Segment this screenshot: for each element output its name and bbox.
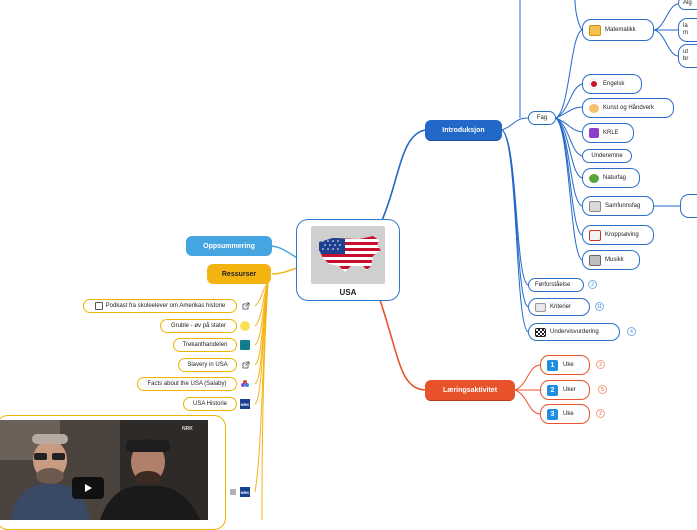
matte-child-3[interactable]: ut br xyxy=(678,44,697,68)
kriterier-label: Kriterier xyxy=(550,304,572,310)
book-icon xyxy=(535,302,546,312)
fag-item-kroppsoving[interactable]: Kroppsøving xyxy=(582,225,654,245)
resource-label: USA Historie xyxy=(192,401,227,407)
fag-item-label: Matematikk xyxy=(605,27,636,33)
usa-map-icon xyxy=(311,226,385,284)
node-forforstaelse[interactable]: Førforståelse xyxy=(528,278,584,292)
resource-usa-historie[interactable]: USA Historie xyxy=(183,397,237,411)
central-title: USA xyxy=(339,288,357,297)
matte-child-1[interactable]: Alg xyxy=(678,0,697,10)
resource-trekanthandelen[interactable]: Trekanthandelen xyxy=(173,338,237,352)
external-link-icon[interactable] xyxy=(241,360,251,370)
site-icon[interactable] xyxy=(240,340,250,350)
fag-item-label: Engelsk xyxy=(603,81,625,87)
matte-child-label: ut br xyxy=(683,49,689,62)
undervisningsvurdering-label: Undervisvurdering xyxy=(550,329,599,335)
uke-label: Uke xyxy=(563,411,574,417)
resource-label: Gruble - øv på stater xyxy=(170,323,227,329)
menu-icon[interactable] xyxy=(228,487,238,497)
resource-label: Podkast fra skoleelever om Amerikas hist… xyxy=(105,303,226,309)
uke-3-count-badge[interactable]: 2 xyxy=(596,409,605,418)
smiley-icon[interactable] xyxy=(240,321,250,331)
checkered-flag-icon xyxy=(535,327,546,337)
fag-item-musikk[interactable]: Musikk xyxy=(582,250,640,270)
topic-ressurser[interactable]: Ressurser xyxy=(207,264,271,284)
fag-item-label: Naturfag xyxy=(603,175,627,181)
newspaper-icon xyxy=(589,200,601,212)
number-3-icon: 3 xyxy=(547,408,558,420)
number-2-icon: 2 xyxy=(547,384,558,396)
play-button[interactable] xyxy=(72,477,104,499)
uke-item-3[interactable]: 3 Uke xyxy=(540,404,590,424)
nrk-icon[interactable]: NRK xyxy=(240,487,250,497)
samfunnsfag-child[interactable] xyxy=(680,194,697,218)
forforstaelse-count-badge[interactable]: 2 xyxy=(588,280,597,289)
hands-icon xyxy=(589,103,599,113)
matte-child-label: la m xyxy=(683,23,688,36)
topic-introduksjon[interactable]: Introduksjon xyxy=(425,120,502,140)
resource-facts[interactable]: Facts about the USA (Salaby) xyxy=(137,377,237,391)
fag-item-krle[interactable]: KRLE xyxy=(582,123,634,143)
resource-label: Slavery in USA xyxy=(187,362,228,368)
undervisningsvurdering-count-badge[interactable]: 4 xyxy=(627,327,636,336)
node-kriterier[interactable]: Kriterier xyxy=(528,298,590,316)
uk-flag-icon xyxy=(589,79,599,89)
uke-1-count-badge[interactable]: 2 xyxy=(596,360,605,369)
music-icon xyxy=(589,254,601,266)
topic-laeringsaktivitet[interactable]: Læringsaktivitet xyxy=(425,380,515,400)
play-icon xyxy=(85,484,92,492)
checkbox-icon xyxy=(94,302,103,310)
resource-slavery[interactable]: Slavery in USA xyxy=(178,358,237,372)
salaby-icon[interactable] xyxy=(240,379,250,389)
fag-item-label: KRLE xyxy=(603,130,619,136)
fag-item-naturfag[interactable]: Naturfag xyxy=(582,168,640,188)
topic-oppsummering[interactable]: Oppsummering xyxy=(186,236,272,256)
central-topic[interactable]: USA xyxy=(296,219,400,301)
fag-item-matematikk[interactable]: Matematikk xyxy=(582,19,654,41)
video-watermark: NRK xyxy=(182,426,193,432)
node-undervisningsvurdering[interactable]: Undervisvurdering xyxy=(528,323,620,341)
uke-item-1[interactable]: 1 Uke xyxy=(540,355,590,375)
uke-2-count-badge[interactable]: 5 xyxy=(598,385,607,394)
religion-icon xyxy=(589,128,599,138)
number-1-icon: 1 xyxy=(547,359,558,371)
uke-label: Uke xyxy=(563,362,574,368)
fag-item-samfunnsfag[interactable]: Samfunnsfag xyxy=(582,196,654,216)
fag-item-label: Underemne xyxy=(591,153,623,159)
kriterier-count-badge[interactable]: 11 xyxy=(595,302,604,311)
fag-item-label: Samfunnsfag xyxy=(605,203,641,209)
matte-child-2[interactable]: la m xyxy=(678,18,697,42)
uke-label: Uker xyxy=(563,387,576,393)
video-thumbnail[interactable]: NRK xyxy=(0,420,208,520)
fag-item-kunst-og-handverk[interactable]: Kunst og Håndverk xyxy=(582,98,674,118)
resource-gruble[interactable]: Gruble - øv på stater xyxy=(160,319,237,333)
nrk-icon[interactable]: NRK xyxy=(240,399,250,409)
calculator-icon xyxy=(589,24,601,36)
resource-podkast[interactable]: Podkast fra skoleelever om Amerikas hist… xyxy=(83,299,237,313)
fag-item-underemne[interactable]: Underemne xyxy=(582,149,632,163)
sport-icon xyxy=(589,229,601,241)
fag-item-label: Musikk xyxy=(605,257,624,263)
resource-label: Trekanthandelen xyxy=(182,342,228,348)
resource-label: Facts about the USA (Salaby) xyxy=(147,381,227,387)
fag-item-label: Kunst og Håndverk xyxy=(603,105,655,111)
external-link-icon[interactable] xyxy=(241,301,251,311)
fag-item-label: Kroppsøving xyxy=(605,232,639,238)
node-fag[interactable]: Fag xyxy=(528,111,556,125)
uke-item-2[interactable]: 2 Uker xyxy=(540,380,590,400)
clover-icon xyxy=(589,173,599,183)
fag-item-engelsk[interactable]: Engelsk xyxy=(582,74,642,94)
